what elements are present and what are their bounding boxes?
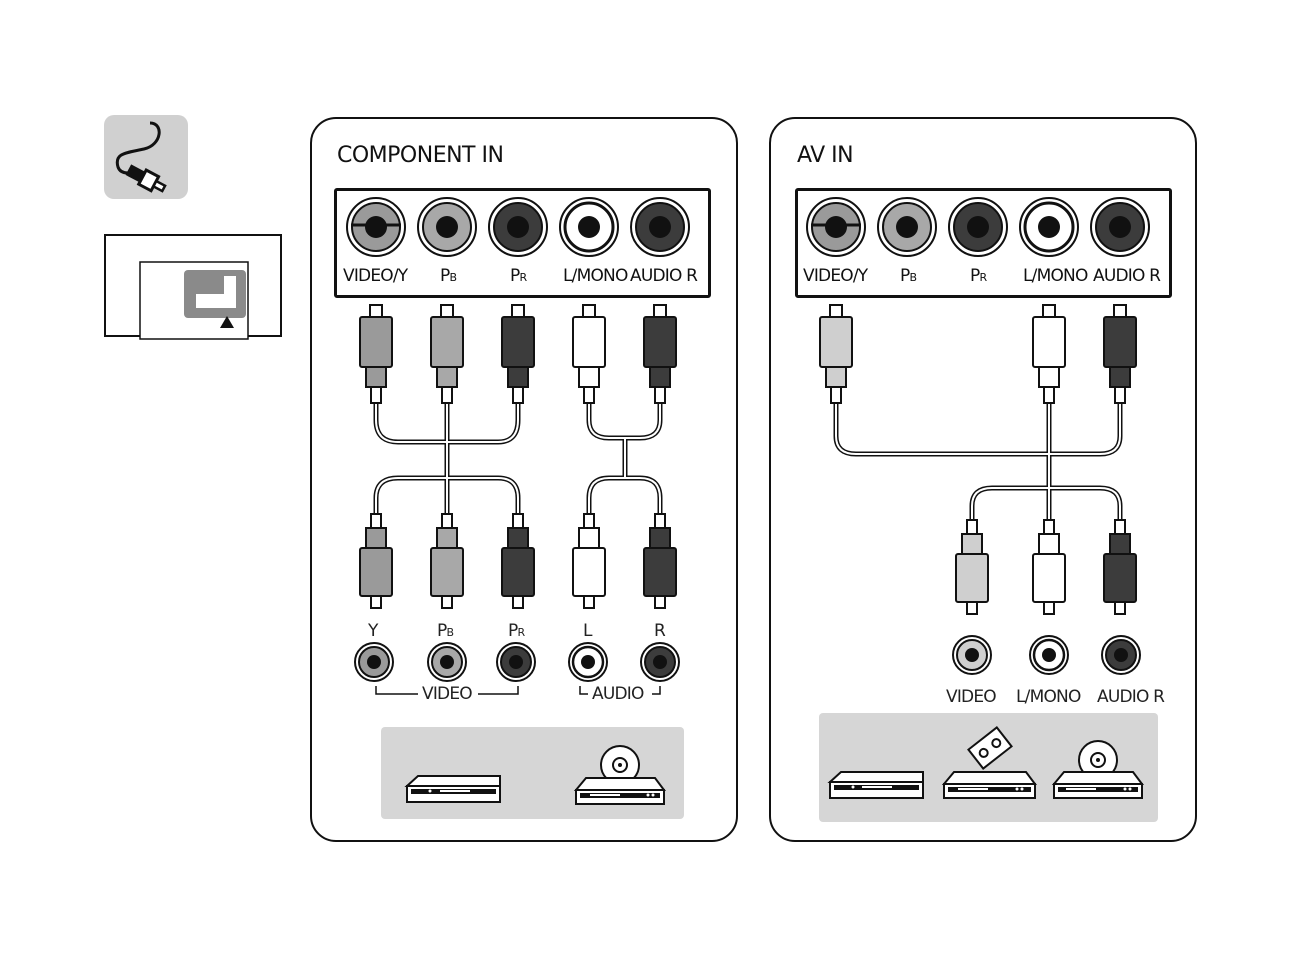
av-dvd-player-icon	[830, 772, 923, 798]
av-disc-player-icon	[1054, 741, 1142, 798]
vcr-icon	[944, 727, 1035, 798]
